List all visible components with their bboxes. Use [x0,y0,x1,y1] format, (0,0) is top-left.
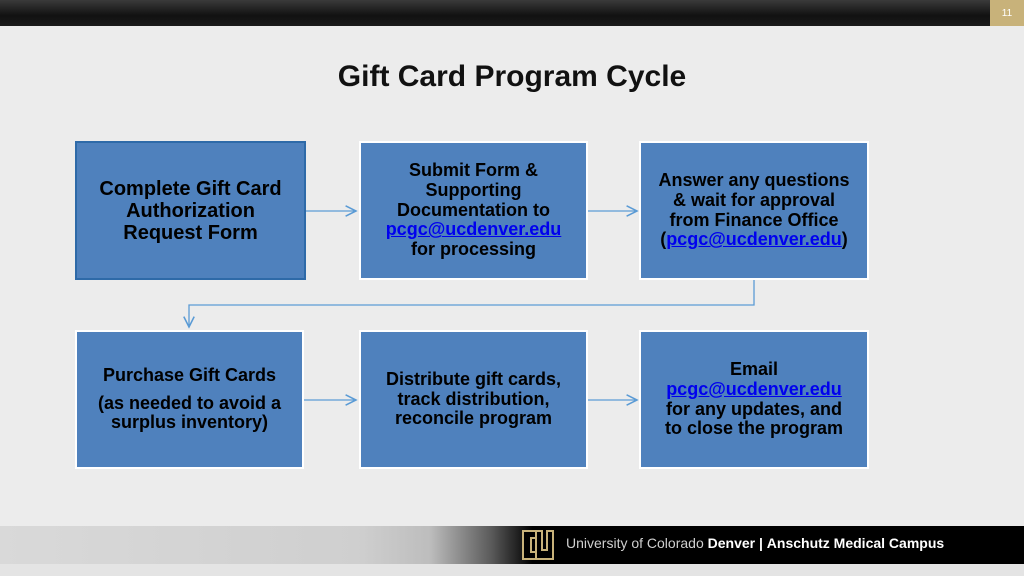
footer-university: University of Colorado [566,535,704,551]
step-6-box: Email pcgc@ucdenver.edu for any updates,… [639,330,869,469]
step-4-box: Purchase Gift Cards (as needed to avoid … [75,330,304,469]
step-3-line-2: & wait for approval [672,189,836,210]
slide-title: Gift Card Program Cycle [337,60,687,93]
cu-logo-icon [522,530,554,560]
footer-campus: Denver [707,535,756,551]
step-4-line-2: (as needed to avoid a [97,392,282,413]
footer-campus-2: Anschutz Medical Campus [766,535,945,551]
step-1-line-3: Request Form [123,221,258,244]
step-1-box: Complete Gift Card Authorization Request… [75,141,306,280]
step-6-line-1: Email [729,358,779,379]
page-number: 11 [990,0,1024,26]
step-4-line-1: Purchase Gift Cards [102,364,277,385]
step-6-email-link[interactable]: pcgc@ucdenver.edu [666,378,842,399]
step-3-paren-open: ( [660,229,667,250]
step-3-email-link[interactable]: pcgc@ucdenver.edu [666,229,842,250]
arrow-3-4 [189,280,755,327]
step-5-box: Distribute gift cards, track distributio… [359,330,588,469]
step-3-line-3: from Finance Office [669,209,839,230]
step-3-line-4: (pcgc@ucdenver.edu) [660,229,848,250]
step-1-line-2: Authorization [126,199,255,222]
step-2-box: Submit Form & Supporting Documentation t… [359,141,588,280]
step-3-line-1: Answer any questions [658,169,850,190]
top-bar [0,0,1024,26]
step-5-line-1: Distribute gift cards, [385,368,562,389]
step-6-line-3: for any updates, and [665,398,843,419]
bottom-strip [0,564,1024,576]
step-2-line-5: for processing [410,239,537,260]
step-5-line-3: reconcile program [394,408,553,429]
footer-separator: | [758,535,763,551]
footer-institution: University of Colorado Denver | Anschutz… [566,535,944,551]
step-2-line-3: Documentation to [397,199,550,220]
step-1-line-1: Complete Gift Card [99,177,282,200]
step-5-line-2: track distribution, [397,388,550,409]
step-4-line-3: surplus inventory) [110,412,269,433]
step-6-line-4: to close the program [664,418,844,439]
step-3-paren-close: ) [841,229,848,250]
step-2-line-2: Supporting [425,179,522,200]
step-2-line-1: Submit Form & [409,160,538,180]
step-2-email-link[interactable]: pcgc@ucdenver.edu [385,219,562,240]
footer-band [0,526,1024,564]
step-3-box: Answer any questions & wait for approval… [639,141,869,280]
